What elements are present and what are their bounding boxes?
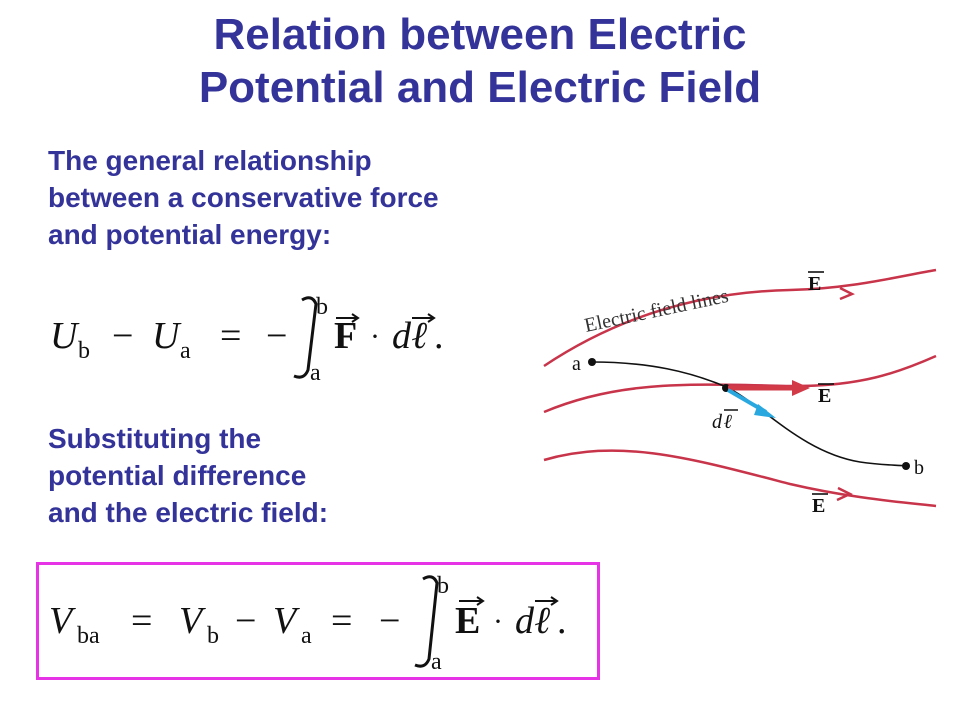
eq1-dot: ·	[370, 320, 380, 353]
eq1-ell: ℓ	[412, 315, 428, 357]
subst-line-2: potential difference	[48, 460, 307, 491]
subst-line-1: Substituting the	[48, 423, 262, 454]
field-lines-label: Electric field lines	[582, 285, 730, 337]
eq1-equals: =	[220, 315, 241, 357]
eq1-U-b: U	[50, 315, 80, 357]
page-title: Relation between Electric Potential and …	[0, 8, 960, 114]
eq2-V-a: V	[273, 600, 300, 642]
label-dl-d: d	[712, 411, 723, 433]
title-line-2: Potential and Electric Field	[198, 63, 762, 112]
eq2-sub-b: b	[207, 623, 219, 649]
intro-line-2: between a conservative force	[48, 182, 439, 213]
eq2-d: d	[515, 600, 535, 642]
potential-difference-equation-box: V ba = V b − V a = − b a E · d ℓ .	[36, 562, 600, 680]
eq2-V-b: V	[179, 600, 206, 642]
path-a-to-b	[591, 361, 907, 467]
eq1-U-a: U	[152, 315, 182, 357]
potential-energy-equation: U b − U a = − b a F · d ℓ .	[50, 294, 444, 382]
eq2-dot: ·	[493, 605, 503, 638]
eq2-minus: −	[235, 600, 256, 642]
eq2-neg: −	[379, 600, 400, 642]
eq2-ell: ℓ	[535, 600, 551, 642]
intro-line-1: The general relationship	[48, 145, 372, 176]
eq1-sub-b: b	[78, 338, 90, 364]
eq1-minus: −	[112, 315, 133, 357]
intro-paragraph: The general relationship between a conse…	[48, 142, 588, 253]
eq1-integral-sign	[293, 296, 318, 379]
eq1-F: F	[334, 315, 357, 357]
electric-field-diagram: Electric field lines E E E a b d ℓ	[543, 268, 937, 517]
label-E-top: E	[808, 273, 821, 295]
eq2-equals-1: =	[131, 600, 152, 642]
point-b	[902, 462, 910, 470]
eq2-sub-ba: ba	[77, 623, 100, 649]
potential-difference-equation: V ba = V b − V a = − b a E · d ℓ .	[49, 573, 567, 675]
eq2-sub-a: a	[301, 623, 312, 649]
eq1-neg: −	[266, 315, 287, 357]
eq1-end: .	[434, 315, 444, 357]
title-line-1: Relation between Electric	[213, 10, 747, 59]
eq2-equals-2: =	[331, 600, 352, 642]
field-line-bottom	[543, 449, 937, 508]
eq2-integral-sign	[414, 575, 439, 668]
eq2-E: E	[455, 600, 480, 642]
label-dl-ell: ℓ	[724, 411, 733, 433]
eq1-upper-limit: b	[316, 294, 328, 320]
eq1-d: d	[392, 315, 412, 357]
point-a	[588, 358, 596, 366]
substitution-paragraph: Substituting the potential difference an…	[48, 420, 468, 531]
eq2-end: .	[557, 600, 567, 642]
label-E-bottom: E	[812, 495, 825, 517]
field-line-top	[543, 268, 937, 368]
field-line-middle	[543, 354, 937, 414]
intro-line-3: and potential energy:	[48, 219, 332, 250]
label-E-middle: E	[818, 385, 831, 407]
label-a: a	[572, 353, 581, 375]
label-b: b	[914, 457, 924, 479]
eq2-lower-limit: a	[431, 649, 442, 675]
eq2-V-ba: V	[49, 600, 76, 642]
eq1-sub-a: a	[180, 338, 191, 364]
eq2-upper-limit: b	[437, 573, 449, 599]
subst-line-3: and the electric field:	[48, 497, 329, 528]
eq1-lower-limit: a	[310, 360, 321, 382]
